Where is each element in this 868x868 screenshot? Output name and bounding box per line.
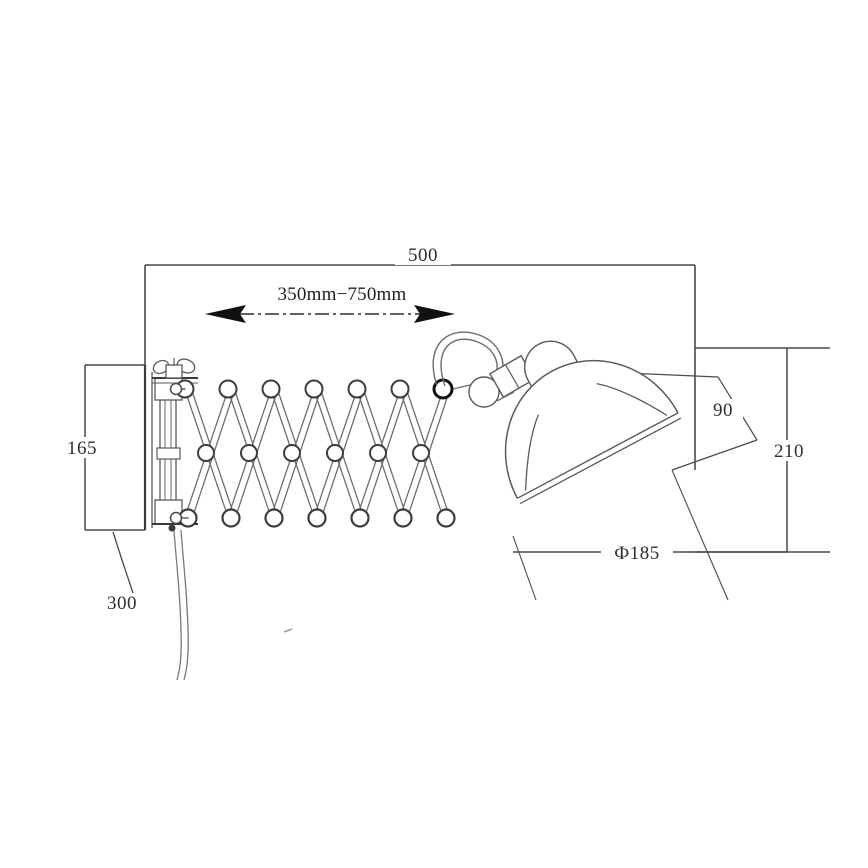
shade-diameter-label: Ф185 xyxy=(614,543,660,564)
travel-arrow-left xyxy=(205,305,246,323)
power-cord xyxy=(168,524,293,681)
overall-reach-label: 500 xyxy=(408,245,438,266)
extension-travel-dimension: 350mm−750mm xyxy=(205,284,455,323)
scissor-pivot-bottom-row xyxy=(178,508,456,528)
ball-joint-knuckle xyxy=(452,354,536,408)
cord-length-leader xyxy=(112,531,134,594)
scissor-pivot-top-row xyxy=(175,378,454,400)
head-overall-height-label: 210 xyxy=(774,441,804,462)
overall-reach-dimension: 500 xyxy=(144,245,696,530)
cord-length-dimension: 300 xyxy=(107,531,137,614)
wing-nut-fastener xyxy=(152,358,196,379)
shade-height-label: 90 xyxy=(713,400,733,421)
dome-lamp-shade xyxy=(504,340,682,505)
scissor-extension-arm xyxy=(169,378,456,528)
travel-arrow-right xyxy=(414,305,455,323)
scissor-pivot-mid-row xyxy=(197,444,430,462)
curved-loop-handle xyxy=(432,331,504,387)
shade-diameter-dimension: Ф185 xyxy=(512,469,787,601)
wall-plate-height-label: 165 xyxy=(67,438,97,459)
cord-length-label: 300 xyxy=(107,593,137,614)
wall-plate-height-dimension: 165 xyxy=(60,364,145,531)
wall-mount-bracket xyxy=(143,365,198,530)
shade-height-dimension: 90 xyxy=(626,372,758,471)
extension-travel-label: 350mm−750mm xyxy=(277,284,406,305)
